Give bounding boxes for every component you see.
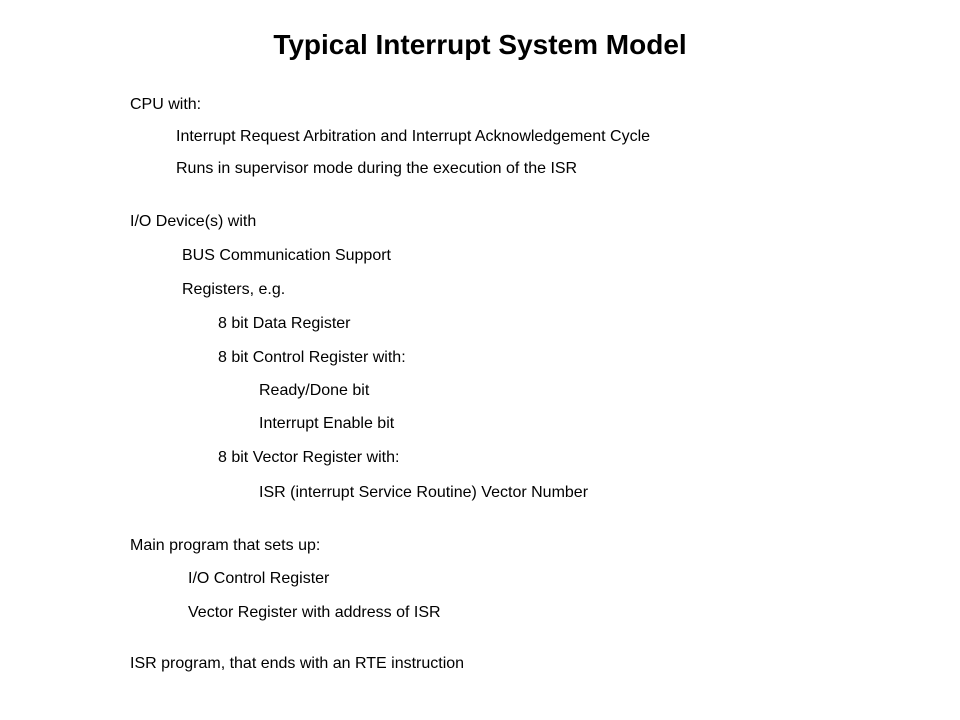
cpu-item-supervisor-mode: Runs in supervisor mode during the execu… bbox=[176, 160, 578, 177]
main-program-item-vector-register: Vector Register with address of ISR bbox=[188, 604, 441, 621]
main-program-item-control-register: I/O Control Register bbox=[188, 570, 330, 587]
cpu-item-arbitration: Interrupt Request Arbitration and Interr… bbox=[176, 128, 651, 145]
main-program-heading: Main program that sets up: bbox=[130, 537, 321, 554]
slide-title: Typical Interrupt System Model bbox=[273, 28, 687, 60]
io-control-register: 8 bit Control Register with: bbox=[218, 349, 406, 366]
cpu-heading: CPU with: bbox=[130, 96, 202, 113]
io-heading: I/O Device(s) with bbox=[130, 213, 257, 230]
io-data-register: 8 bit Data Register bbox=[218, 315, 351, 332]
io-control-bit-ready-done: Ready/Done bit bbox=[259, 382, 370, 399]
io-control-bit-interrupt-enable: Interrupt Enable bit bbox=[259, 415, 395, 432]
isr-program-text: ISR program, that ends with an RTE instr… bbox=[130, 655, 465, 672]
io-registers-heading: Registers, e.g. bbox=[182, 281, 286, 298]
io-bus-support: BUS Communication Support bbox=[182, 247, 391, 264]
io-vector-register: 8 bit Vector Register with: bbox=[218, 449, 400, 466]
io-vector-item: ISR (interrupt Service Routine) Vector N… bbox=[259, 484, 589, 501]
